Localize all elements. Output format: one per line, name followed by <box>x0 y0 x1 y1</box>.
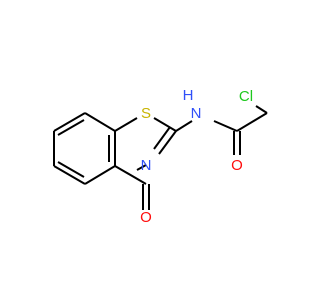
bond-benzene-c3-c4 <box>53 165 86 185</box>
amide-hydrogen-label: H <box>183 87 194 104</box>
bond-c2-nh <box>175 120 193 132</box>
amide-oxygen-label: O <box>231 157 243 174</box>
bond-carbonyl-ch2 <box>236 112 268 132</box>
bond-c2-n3-double <box>153 126 171 150</box>
ring-nitrogen-label: N <box>141 157 152 174</box>
chemical-structure: S N H N O O Cl <box>53 87 268 226</box>
amide-nitrogen-label: N <box>191 105 202 122</box>
bond-ring-c-s <box>114 117 138 132</box>
molecule-canvas: S N H N O O Cl <box>53 86 268 226</box>
bond-benzene-c1-c2 <box>53 112 86 132</box>
ketone-oxygen-label: O <box>140 209 152 226</box>
bond-benzene-c3-c4-inner <box>57 161 85 178</box>
bond-nh-carbonyl <box>213 120 238 132</box>
bond-c4-ring-c <box>114 165 147 185</box>
bond-ch2-cl <box>255 105 268 114</box>
chlorine-atom-label: Cl <box>239 88 253 105</box>
sulfur-atom-label: S <box>141 105 151 122</box>
bond-s-c2 <box>153 117 177 132</box>
bond-c2-n3 <box>158 130 177 155</box>
bond-benzene-c4-c5 <box>84 165 116 185</box>
bond-benzene-c1-c2-inner <box>57 119 85 136</box>
bond-benzene-c6-c1 <box>84 112 116 132</box>
bond-n3-c4 <box>136 164 147 171</box>
